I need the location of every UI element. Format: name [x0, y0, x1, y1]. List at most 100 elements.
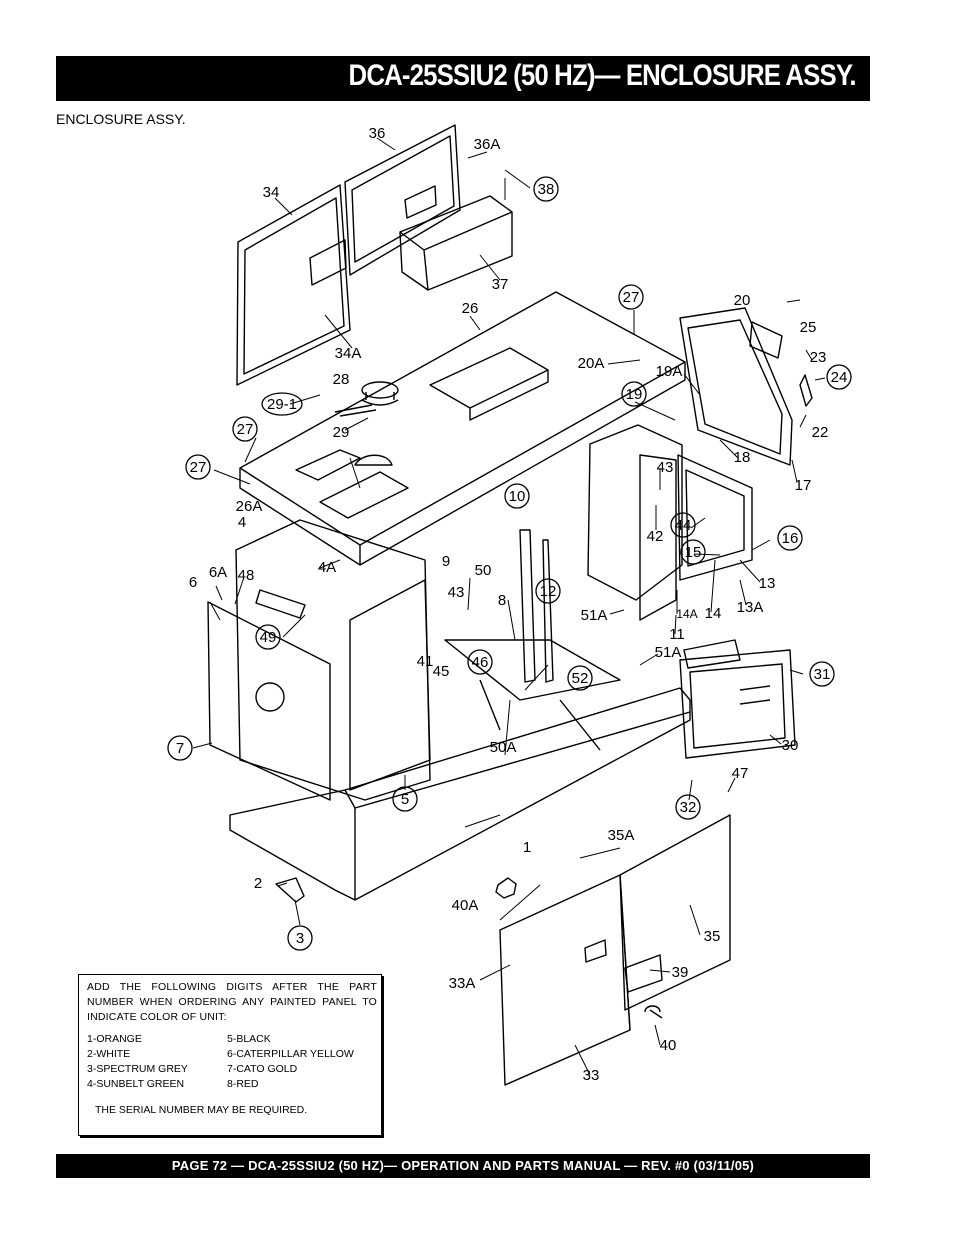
callout-27c: 27: [190, 459, 207, 476]
callout-35: 35: [704, 928, 721, 945]
callout-17: 17: [795, 477, 812, 494]
callout-8: 8: [498, 592, 506, 609]
callout-33A: 33A: [449, 975, 476, 992]
paint-note-intro: ADD THE FOLLOWING DIGITS AFTER THE PART …: [87, 981, 377, 1023]
color-item: 1-ORANGE: [87, 1033, 142, 1045]
paint-color-note-box: ADD THE FOLLOWING DIGITS AFTER THE PART …: [78, 974, 382, 1136]
callout-25: 25: [800, 319, 817, 336]
callout-39: 39: [672, 964, 689, 981]
door-frame-17: [679, 307, 793, 466]
callout-35A: 35A: [608, 827, 635, 844]
callout-33: 33: [583, 1067, 600, 1084]
duct-37: [399, 195, 513, 291]
roof-panel-34: [236, 184, 351, 386]
callout-7: 7: [176, 740, 184, 757]
callout-49: 49: [260, 629, 277, 646]
callout-19A: 19A: [656, 363, 683, 380]
base-frame-1: [229, 687, 691, 901]
callout-22: 22: [812, 424, 829, 441]
callout-13A: 13A: [737, 599, 764, 616]
callout-52: 52: [572, 670, 589, 687]
nut-40A: [495, 877, 517, 899]
page-title-bar: DCA-25SSIU2 (50 HZ)— ENCLOSURE ASSY.: [56, 56, 870, 101]
callout-9: 9: [442, 553, 450, 570]
callout-16: 16: [782, 530, 799, 547]
callout-4: 4: [238, 514, 246, 531]
callout-27a: 27: [623, 289, 640, 306]
callout-47: 47: [732, 765, 749, 782]
callout-45: 45: [433, 663, 450, 680]
callout-10: 10: [509, 488, 526, 505]
callout-6A: 6A: [209, 564, 227, 581]
callout-26: 26: [462, 300, 479, 317]
strut-12: [519, 529, 554, 683]
callout-14: 14: [705, 605, 722, 622]
callout-46: 46: [472, 654, 489, 671]
callout-40A: 40A: [452, 897, 479, 914]
callout-43b: 43: [448, 584, 465, 601]
callout-4A: 4A: [318, 559, 336, 576]
color-item: 2-WHITE: [87, 1048, 131, 1060]
callout-44: 44: [675, 517, 692, 534]
side-panel-41: [349, 579, 431, 791]
callout-29: 29: [333, 424, 350, 441]
callout-37: 37: [492, 276, 509, 293]
door-panel-35: [619, 814, 731, 1011]
callout-11: 11: [669, 626, 685, 643]
callout-27b: 27: [237, 421, 254, 438]
color-list-right: 5-BLACK 6-CATERPILLAR YELLOW 7-CATO GOLD…: [227, 1032, 354, 1092]
callout-1: 1: [523, 839, 531, 856]
callout-50: 50: [475, 562, 492, 579]
callout-31: 31: [814, 666, 831, 683]
callout-18: 18: [734, 449, 751, 466]
fuel-cap-28: [361, 381, 399, 399]
callout-43a: 43: [657, 459, 674, 476]
callout-23: 23: [810, 349, 827, 366]
side-panel-6: [207, 601, 331, 801]
color-item: 6-CATERPILLAR YELLOW: [227, 1048, 354, 1060]
callout-34: 34: [263, 184, 280, 201]
callout-48: 48: [238, 567, 255, 584]
callout-50A: 50A: [490, 739, 517, 756]
callout-13: 13: [759, 575, 776, 592]
callout-28: 28: [333, 371, 350, 388]
color-item: 5-BLACK: [227, 1033, 271, 1045]
callout-19: 19: [626, 386, 643, 403]
color-list-left: 1-ORANGE 2-WHITE 3-SPECTRUM GREY 4-SUNBE…: [87, 1032, 188, 1092]
serial-number-note: THE SERIAL NUMBER MAY BE REQUIRED.: [95, 1104, 308, 1116]
callout-42: 42: [647, 528, 664, 545]
page-title: DCA-25SSIU2 (50 HZ)— ENCLOSURE ASSY.: [348, 59, 857, 92]
callout-12: 12: [540, 583, 557, 600]
callout-51A-a: 51A: [581, 607, 608, 624]
callout-29-1: 29-1: [267, 396, 297, 413]
color-item: 4-SUNBELT GREEN: [87, 1078, 185, 1090]
callout-51A-b: 51A: [655, 644, 682, 661]
callout-30: 30: [782, 737, 799, 754]
callout-24: 24: [831, 369, 848, 386]
inner-panel-18: [587, 424, 683, 601]
callout-40: 40: [660, 1037, 677, 1054]
callout-6: 6: [189, 574, 197, 591]
callout-34A: 34A: [335, 345, 362, 362]
color-item: 8-RED: [227, 1078, 259, 1090]
latch-2: [275, 877, 305, 903]
color-item: 3-SPECTRUM GREY: [87, 1063, 188, 1075]
callout-36: 36: [369, 125, 386, 142]
callout-20A: 20A: [578, 355, 605, 372]
callout-41: 41: [417, 653, 434, 670]
callout-36A: 36A: [474, 136, 501, 153]
footer-text: PAGE 72 — DCA-25SSIU2 (50 HZ)— OPERATION…: [171, 1158, 755, 1173]
door-panel-33: [499, 874, 631, 1086]
callout-15: 15: [685, 544, 702, 561]
callout-3: 3: [296, 930, 304, 947]
callout-5: 5: [401, 791, 409, 808]
callout-26A: 26A: [236, 498, 263, 515]
color-item: 7-CATO GOLD: [227, 1063, 298, 1075]
control-box-30: [679, 649, 796, 759]
section-label: ENCLOSURE ASSY.: [56, 111, 186, 127]
callout-14A: 14A: [676, 607, 697, 621]
roof-panel-36: [344, 124, 461, 276]
callout-38: 38: [538, 181, 555, 198]
footer-bar: PAGE 72 — DCA-25SSIU2 (50 HZ)— OPERATION…: [56, 1154, 870, 1178]
